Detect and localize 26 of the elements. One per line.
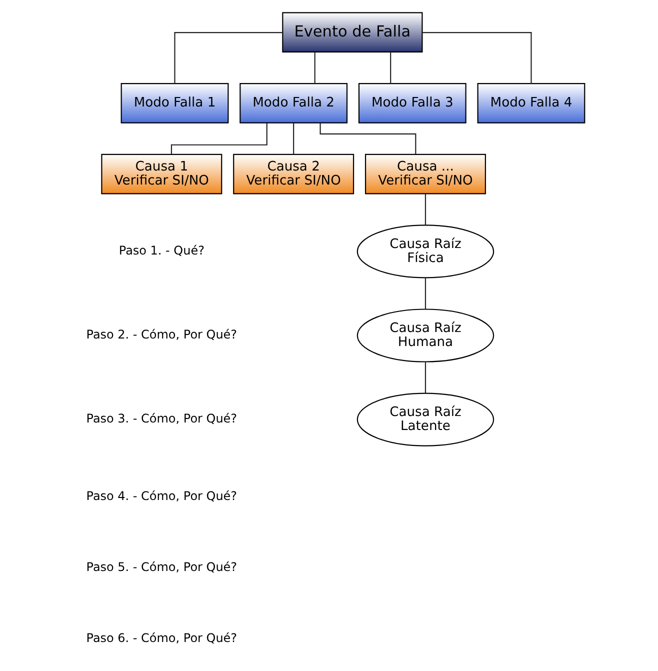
node-box: Causa ... Verificar SI/NO (364, 154, 486, 194)
node-box: Modo Falla 2 (240, 83, 348, 124)
connector (293, 122, 294, 154)
label: Paso 6. - Cómo, Por Qué? (86, 630, 238, 645)
node-ellipse: Causa Raíz Latente (356, 392, 494, 446)
connector (424, 362, 426, 394)
label: Paso 1. - Qué? (118, 244, 204, 258)
connector (422, 32, 532, 84)
node-box: Modo Falla 1 (120, 83, 229, 124)
node-box: Causa 2 Verificar SI/NO (233, 154, 354, 194)
node-box: Causa 1 Verificar SI/NO (101, 154, 222, 194)
node-ellipse: Causa Raíz Humana (356, 308, 494, 362)
label: Paso 2. - Cómo, Por Qué? (86, 328, 238, 342)
connector (174, 32, 282, 84)
connector (424, 194, 426, 226)
node-box: Evento de Falla (282, 12, 423, 52)
label: Paso 5. - Cómo, Por Qué? (86, 560, 238, 574)
node-box: Modo Falla 3 (358, 83, 466, 124)
connector (170, 123, 268, 154)
connector (390, 52, 392, 84)
connector (314, 52, 316, 84)
label: Paso 3. - Cómo, Por Qué? (86, 412, 238, 426)
connector (424, 278, 426, 310)
node-box: Modo Falla 4 (477, 83, 586, 124)
node-ellipse: Causa Raíz Física (356, 224, 494, 278)
label: Paso 4. - Cómo, Por Qué? (86, 489, 238, 504)
